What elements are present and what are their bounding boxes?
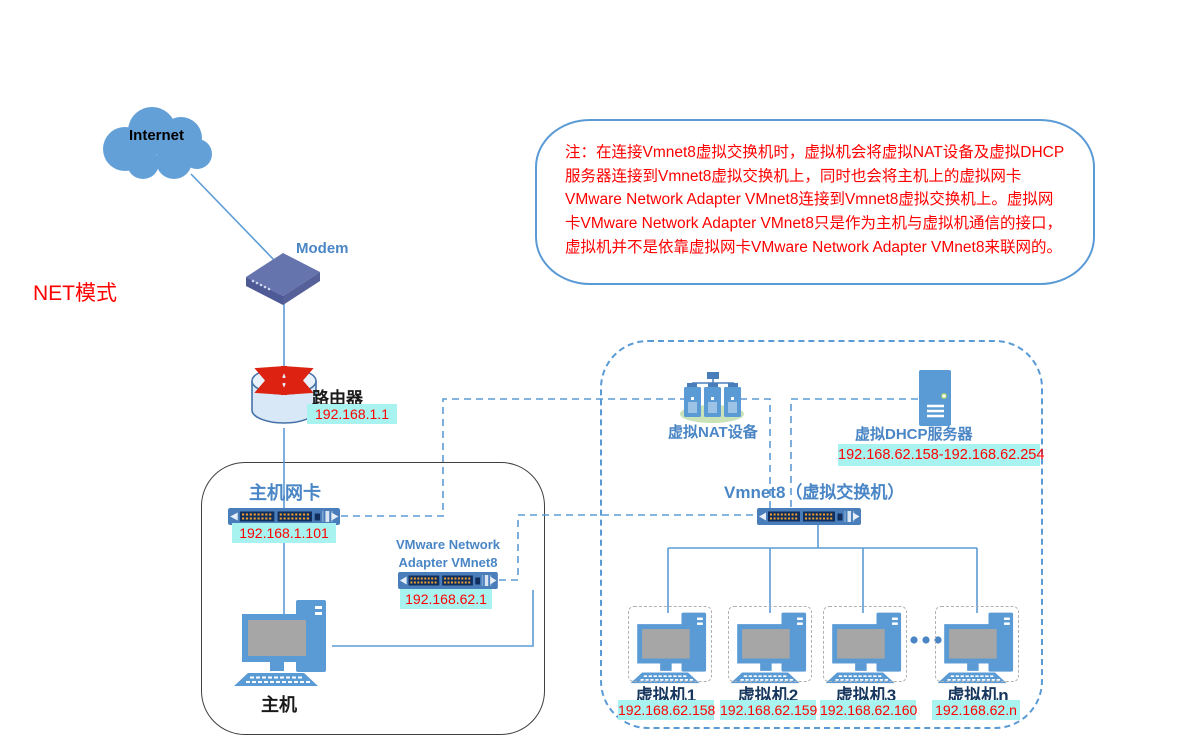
dashed-adapter-switch (499, 514, 756, 581)
ellipsis-dots-icon (910, 636, 942, 644)
dashed-cables (341, 398, 918, 581)
vm3-ip-badge: 192.168.62.160 (820, 700, 918, 720)
vmnet8-adapter-label: VMware Network Adapter VMnet8 (395, 537, 501, 571)
modem-label: Modem (296, 240, 349, 257)
vm1-outline (628, 606, 712, 682)
vm2-outline (728, 606, 812, 682)
vmn-outline (935, 606, 1019, 682)
vm1-ip-badge: 192.168.62.158 (618, 700, 716, 720)
dashed-nat-switch (740, 398, 771, 510)
host-nic-ip-badge: 192.168.1.101 (232, 523, 336, 543)
cable-internet-modem (190, 173, 277, 263)
vmnet8-adapter-icon (397, 571, 499, 590)
router-icon (251, 365, 317, 424)
virtual-network-group-box (600, 340, 1043, 729)
vmnet8-switch-label: Vmnet8（虚拟交换机） (724, 483, 905, 502)
vmn-ip-badge: 192.168.62.n (932, 700, 1020, 720)
router-label: 路由器 (312, 389, 363, 408)
router-ip-badge: 192.168.1.1 (307, 404, 397, 424)
cable-hostpc-adapter (332, 590, 534, 647)
internet-label: Internet (129, 127, 185, 144)
note-text: 注：在连接Vmnet8虚拟交换机时，虚拟机会将虚拟NAT设备及虚拟DHCP服务器… (565, 144, 1065, 256)
dhcp-range-badge: 192.168.62.158-192.168.62.254 (838, 444, 1044, 466)
note-callout: 注：在连接Vmnet8虚拟交换机时，虚拟机会将虚拟NAT设备及虚拟DHCP服务器… (535, 119, 1095, 285)
virtual-dhcp-server-icon (919, 370, 951, 426)
vm3-outline (823, 606, 907, 682)
dashed-hostnic-nat (341, 398, 684, 517)
solid-cables (190, 173, 978, 647)
host-computer-icon (233, 599, 327, 687)
virtual-nat-device-icon (680, 372, 744, 423)
diagram-title: NET模式 (33, 282, 117, 305)
vmnet8-adapter-ip-badge: 192.168.62.1 (400, 589, 492, 609)
internet-cloud-icon (103, 107, 212, 179)
host-label: 主机 (261, 695, 297, 715)
vm2-ip-badge: 192.168.62.159 (720, 700, 818, 720)
virtual-dhcp-label: 虚拟DHCP服务器 (855, 426, 973, 443)
vmnet8-switch-icon (756, 507, 862, 526)
modem-icon (246, 253, 320, 305)
virtual-nat-label: 虚拟NAT设备 (668, 424, 758, 441)
host-group-box (201, 462, 545, 735)
dashed-dhcp-switch (790, 398, 918, 510)
host-nic-label: 主机网卡 (249, 483, 321, 503)
